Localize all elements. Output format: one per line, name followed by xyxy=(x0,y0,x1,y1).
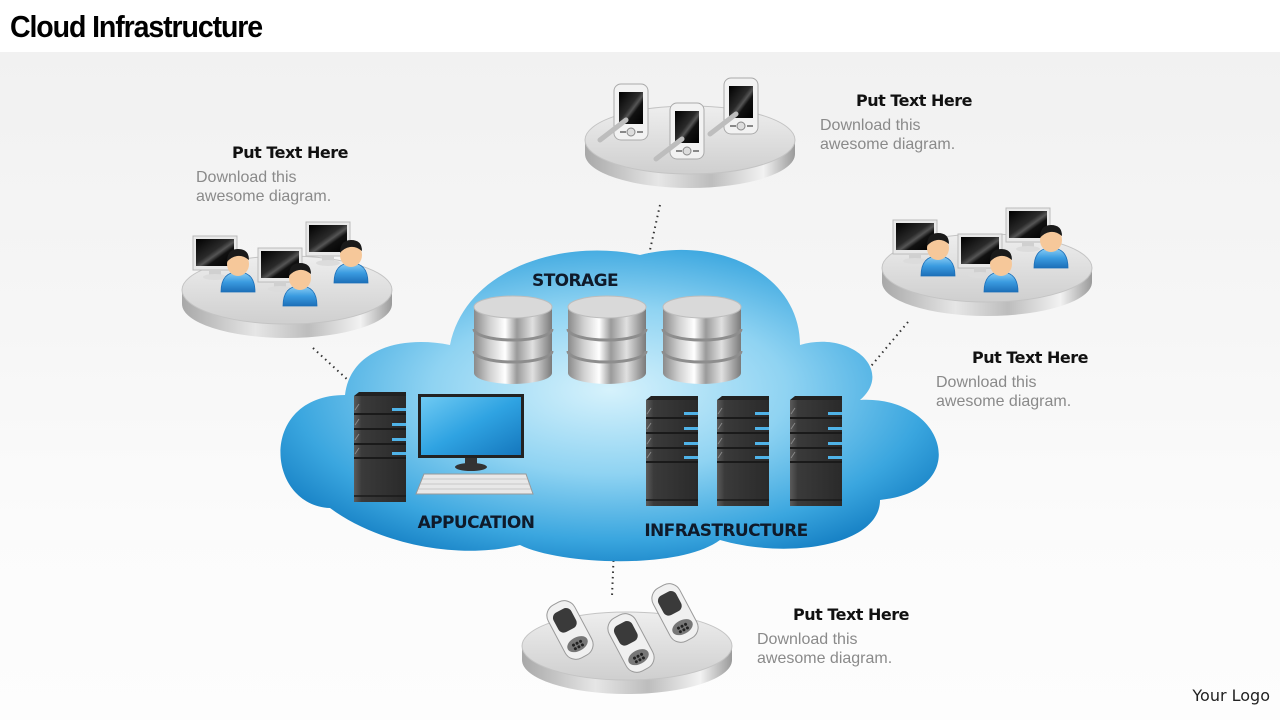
title-bar: Cloud Infrastructure xyxy=(0,0,1280,52)
node-line-2: awesome diagram. xyxy=(757,650,892,667)
node-line-2: awesome diagram. xyxy=(936,393,1071,410)
infrastructure-section: INFRASTRUCTURE xyxy=(644,395,843,541)
node-users-right: Put Text Here Download this awesome diag… xyxy=(881,207,1093,410)
node-line-1: Download this xyxy=(820,117,921,134)
database-icon xyxy=(661,294,743,386)
server-tower-icon xyxy=(716,395,770,507)
application-label: APPUCATION xyxy=(418,513,535,533)
node-heading: Put Text Here xyxy=(232,143,349,162)
server-tower-icon xyxy=(353,391,407,503)
node-line-1: Download this xyxy=(757,631,858,648)
node-phones-bottom: Put Text Here Download this awesome diag… xyxy=(521,578,910,695)
logo-placeholder: Your Logo xyxy=(1192,686,1270,705)
server-tower-icon xyxy=(645,395,699,507)
pda-stylus-icon xyxy=(710,78,758,134)
desktop-computer-icon xyxy=(415,394,534,495)
storage-section: STORAGE xyxy=(472,271,743,386)
pda-stylus-icon xyxy=(600,84,648,140)
node-pdas-top: Put Text Here Download this awesome diag… xyxy=(584,78,973,189)
database-icon xyxy=(472,294,554,386)
application-section: APPUCATION xyxy=(353,391,535,533)
node-line-1: Download this xyxy=(196,169,297,186)
node-line-2: awesome diagram. xyxy=(820,136,955,153)
infrastructure-label: INFRASTRUCTURE xyxy=(644,521,807,541)
page-title: Cloud Infrastructure xyxy=(10,9,263,44)
node-line-1: Download this xyxy=(936,374,1037,391)
node-line-2: awesome diagram. xyxy=(196,188,331,205)
storage-label: STORAGE xyxy=(532,271,618,291)
node-users-left: Put Text Here Download this awesome diag… xyxy=(181,143,393,339)
server-tower-icon xyxy=(789,395,843,507)
node-heading: Put Text Here xyxy=(972,348,1089,367)
node-heading: Put Text Here xyxy=(793,605,910,624)
node-heading: Put Text Here xyxy=(856,91,973,110)
database-icon xyxy=(566,294,648,386)
